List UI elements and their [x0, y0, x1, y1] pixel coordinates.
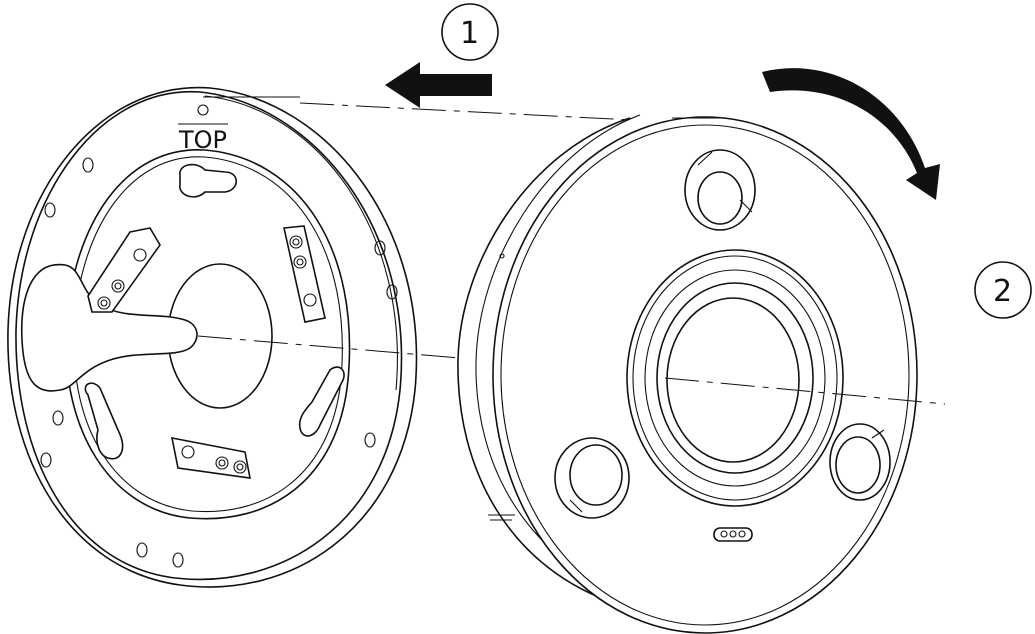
base-plate-top-label: TOP [178, 126, 227, 154]
ir-light-top [684, 149, 756, 231]
keyhole-slot-top [179, 163, 238, 198]
main-lens [666, 297, 800, 463]
camera-indicator [713, 527, 753, 542]
keyhole-slot-right [298, 366, 345, 437]
base-plate-rim-front [15, 91, 403, 581]
screw-bracket-upper-right [283, 225, 326, 323]
alignment-lines [197, 96, 946, 405]
base-plate-inner-ring [65, 149, 351, 520]
ir-light-left [554, 437, 630, 519]
camera-side-shell [457, 117, 691, 629]
step-2-marker: 2 [974, 261, 1032, 319]
step-2-number: 2 [993, 274, 1012, 309]
base-plate-perimeter-holes [40, 104, 398, 568]
base-plate-rim-back [7, 86, 418, 588]
keyhole-slot-left [84, 382, 124, 460]
screw-bracket-bottom [170, 436, 251, 479]
step-1-marker: 1 [441, 3, 499, 61]
step-1-number: 1 [460, 16, 479, 51]
main-lens-outer-ring [626, 249, 844, 507]
push-left-arrow-icon [385, 62, 492, 108]
mounting-base-plate: TOP [7, 86, 418, 588]
rotate-clockwise-arrow-icon [762, 68, 940, 201]
camera-body [457, 114, 918, 634]
ir-light-right [829, 423, 891, 501]
camera-front-face [492, 116, 918, 634]
screw-bracket-upper-left [87, 227, 161, 313]
